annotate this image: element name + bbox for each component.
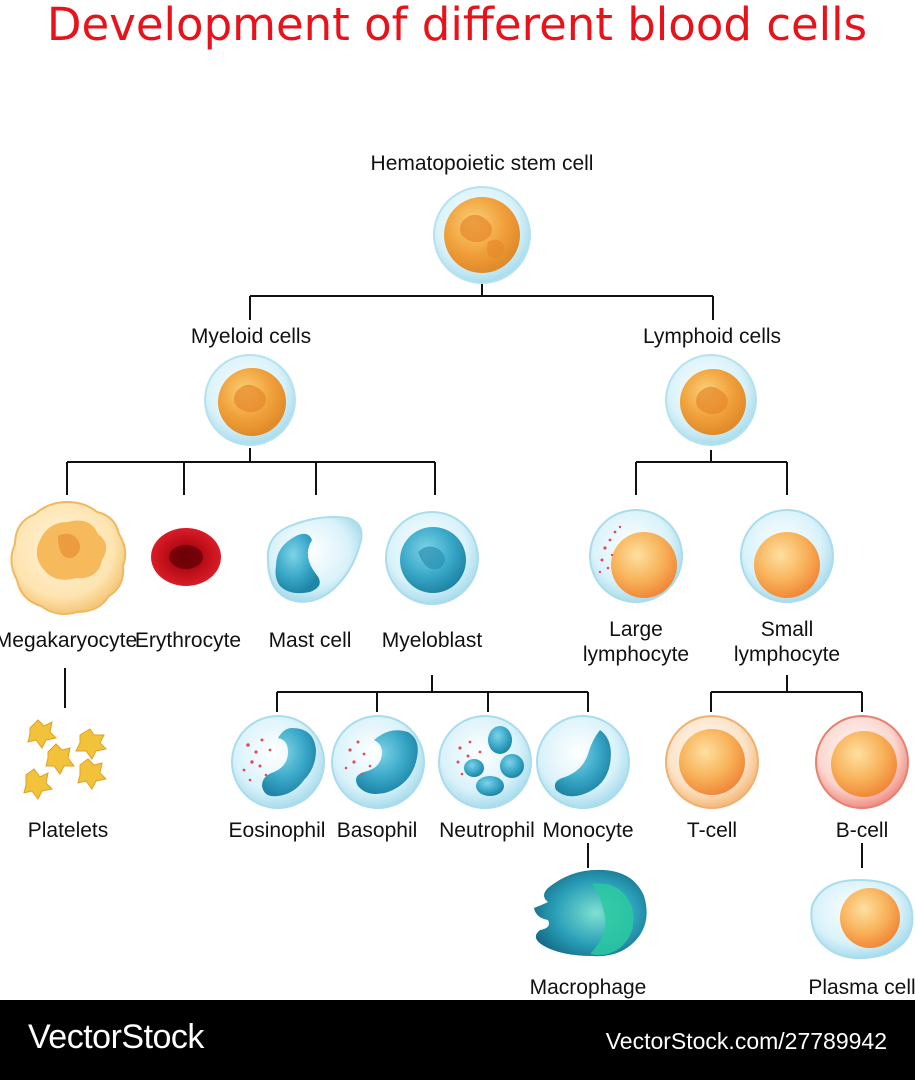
small-lymphocyte-illustration (740, 509, 834, 603)
monocyte-illustration (536, 715, 630, 809)
megakaryocyte-label: Megakaryocyte (0, 629, 137, 652)
platelets-illustration (23, 719, 108, 800)
macrophage-label: Macrophage (530, 976, 647, 999)
erythrocyte-label: Erythrocyte (135, 629, 241, 652)
t-cell-label: T-cell (687, 819, 737, 842)
myeloblast-label: Myeloblast (382, 629, 483, 652)
neutrophil-label: Neutrophil (439, 819, 535, 842)
monocyte-label: Monocyte (542, 819, 633, 842)
t-cell-illustration (665, 715, 759, 809)
lymphoid-cells-label: Lymphoid cells (643, 325, 781, 348)
stem-cell-illustration (433, 186, 531, 284)
large-lymphocyte-label-line1: Large (609, 618, 663, 641)
basophil-illustration (331, 715, 425, 809)
large-lymphocyte-illustration (589, 509, 683, 603)
mast-cell-label: Mast cell (269, 629, 352, 652)
myeloid-cells-label: Myeloid cells (191, 325, 311, 348)
neutrophil-illustration (438, 715, 532, 809)
myeloid-cell-illustration (204, 354, 296, 446)
mast-cell-illustration (266, 516, 363, 603)
diagram-title: Development of different blood cells (47, 0, 867, 51)
footer-bar: VectorStock VectorStock.com/27789942 (0, 1000, 915, 1080)
megakaryocyte-illustration (10, 500, 127, 615)
b-cell-label: B-cell (836, 819, 889, 842)
lymphoid-cell-illustration (665, 354, 757, 446)
small-lymphocyte-label-line1: Small (761, 618, 814, 641)
basophil-label: Basophil (337, 819, 418, 842)
connector-lines (64, 283, 863, 868)
eosinophil-illustration (231, 715, 325, 809)
image-id-text: VectorStock.com/27789942 (605, 1028, 887, 1054)
b-cell-illustration (815, 715, 909, 809)
erythrocyte-illustration (151, 528, 221, 586)
large-lymphocyte-label-line2: lymphocyte (583, 643, 689, 666)
blood-cell-diagram: Development of different blood cells Hem… (0, 0, 915, 999)
stem-cell-label: Hematopoietic stem cell (371, 152, 594, 175)
eosinophil-label: Eosinophil (229, 819, 326, 842)
macrophage-illustration (534, 869, 647, 957)
platelets-label: Platelets (28, 819, 109, 842)
plasma-cell-label: Plasma cell (808, 976, 915, 999)
small-lymphocyte-label-line2: lymphocyte (734, 643, 840, 666)
vectorstock-logo: VectorStock (28, 1018, 204, 1056)
myeloblast-illustration (385, 511, 479, 605)
plasma-cell-illustration (810, 878, 914, 960)
